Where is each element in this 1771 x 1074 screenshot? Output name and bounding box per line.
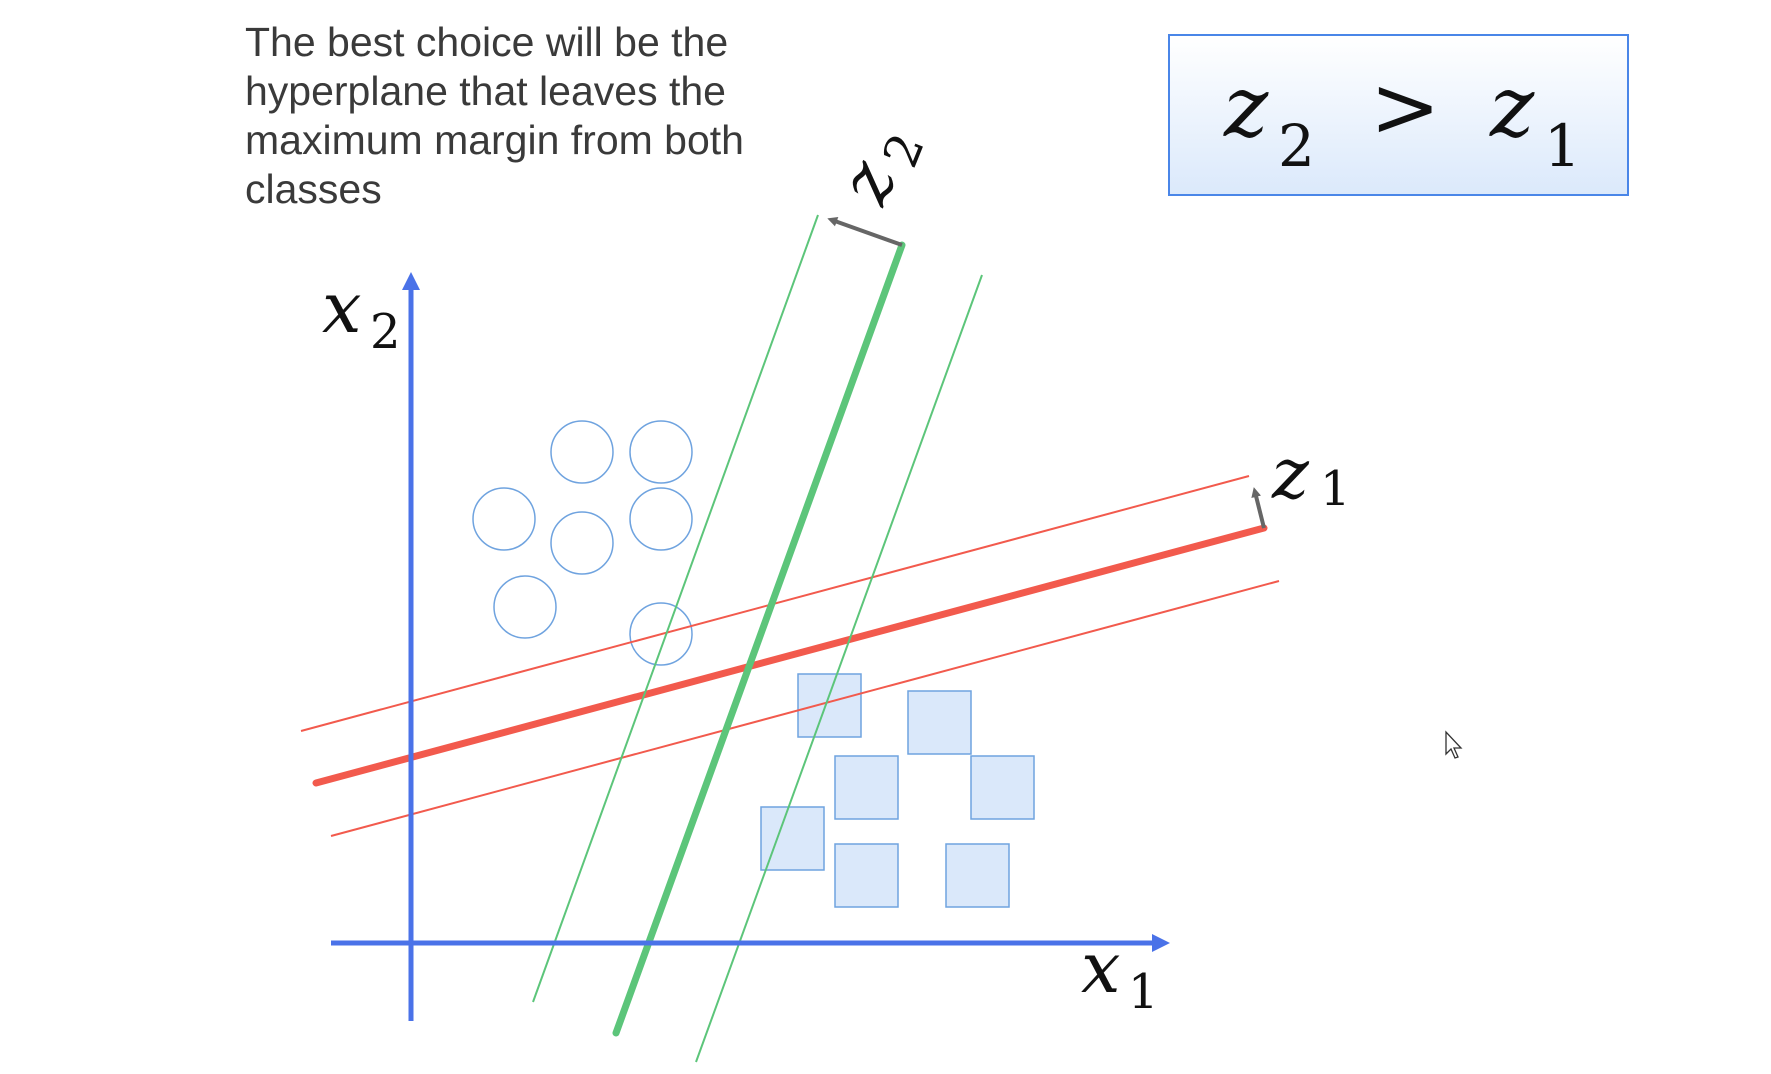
square-point	[970, 755, 1035, 820]
square-point	[797, 673, 862, 738]
square-point	[907, 690, 972, 755]
z1-margin-lower	[330, 580, 1280, 837]
circle-point	[629, 602, 693, 666]
x-axis-arrowhead	[1152, 934, 1170, 952]
y-axis-arrowhead	[402, 272, 420, 290]
y-axis-label-var: x	[322, 267, 361, 349]
circle-point	[550, 420, 614, 484]
caption-text: The best choice will be the hyperplane t…	[245, 18, 805, 214]
z1-label-sub: 1	[1320, 461, 1351, 517]
z1-label-var: z	[1271, 433, 1310, 515]
class-circles	[472, 420, 693, 666]
z2-label-sub: 2	[872, 126, 935, 175]
z2-label: z 2	[822, 126, 935, 216]
circle-point	[629, 487, 693, 551]
caption-line: The best choice will be the	[245, 19, 729, 65]
y-axis-label-sub: 2	[370, 304, 401, 360]
circle-point	[472, 487, 536, 551]
square-point	[760, 806, 825, 871]
caption-line: maximum margin from both	[245, 117, 744, 163]
formula-lhs-var: z	[1223, 58, 1269, 156]
z2-line	[612, 241, 906, 1037]
caption-line: hyperplane that leaves the	[245, 68, 726, 114]
circle-point	[550, 511, 614, 575]
formula-operator: >	[1370, 58, 1440, 156]
z2-margin-arrow	[827, 216, 903, 247]
formula-rhs-var: z	[1489, 58, 1535, 156]
square-point	[834, 755, 899, 820]
z2-margin-left	[532, 214, 819, 1003]
x-axis-label: x 1	[1081, 927, 1159, 1020]
x-axis-label-sub: 1	[1128, 964, 1159, 1020]
square-point	[834, 843, 899, 908]
formula-lhs-sub: 2	[1278, 112, 1315, 180]
z1-margin-arrow	[1251, 487, 1266, 529]
x-axis-label-var: x	[1081, 927, 1120, 1009]
y-axis-label: x 2	[322, 267, 401, 360]
circle-point	[629, 420, 693, 484]
z2-margin-right	[695, 274, 983, 1063]
axes	[331, 272, 1170, 1021]
formula-svg: z 2 > z 1	[1223, 58, 1581, 180]
caption-line: classes	[245, 166, 382, 212]
z1-label: z 1	[1271, 433, 1351, 517]
square-point	[945, 843, 1010, 908]
class-squares	[760, 673, 1035, 908]
circle-point	[493, 575, 557, 639]
hyperplane-z2	[532, 214, 983, 1063]
formula-rhs-sub: 1	[1544, 112, 1581, 180]
mouse-cursor-icon	[1445, 730, 1463, 759]
z1-line	[312, 524, 1268, 787]
hyperplane-z1	[300, 475, 1280, 837]
formula-box: z 2 > z 1	[1168, 34, 1629, 196]
